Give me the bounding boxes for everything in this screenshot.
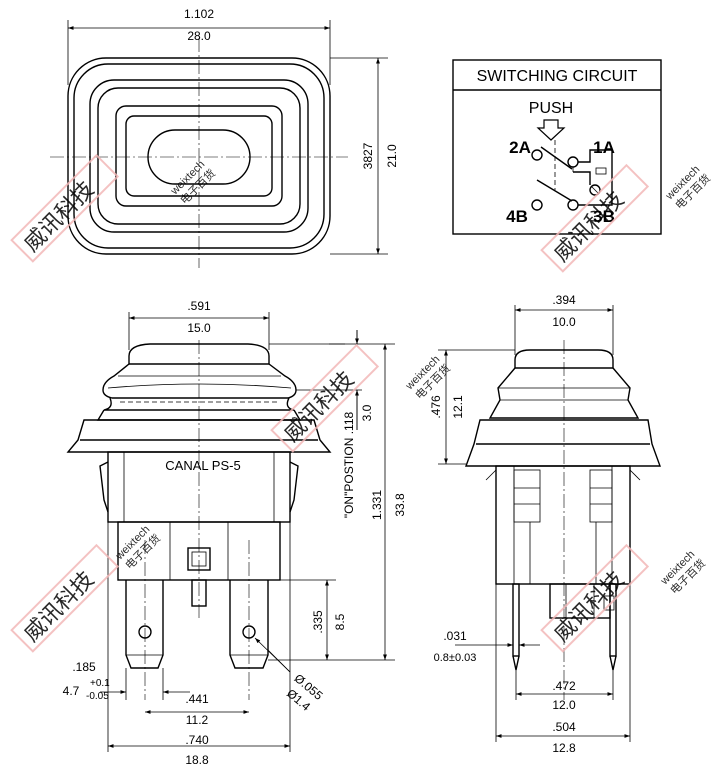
terminal-3b: 3B bbox=[593, 207, 615, 226]
terminal-1a: 1A bbox=[593, 138, 615, 157]
terminal-4b: 4B bbox=[506, 207, 528, 226]
watermark-cn-4: 威讯科技 bbox=[19, 566, 99, 646]
side-height-mm: 12.1 bbox=[451, 395, 465, 419]
terminal-len-in: .335 bbox=[311, 610, 325, 634]
side-height-in: .476 bbox=[429, 395, 443, 419]
pitch-mm: 11.2 bbox=[186, 713, 209, 727]
pin-thk-mm: 0.8±0.03 bbox=[434, 652, 477, 664]
switching-circuit: SWITCHING CIRCUIT PUSH 2A 1A 4B 3B bbox=[452, 59, 662, 235]
top-height-mm: 21.0 bbox=[385, 144, 399, 168]
push-label: PUSH bbox=[529, 100, 573, 117]
terminal-width-in: .185 bbox=[72, 660, 96, 674]
total-height-mm: 33.8 bbox=[393, 493, 407, 517]
side-view: .394 10.0 bbox=[429, 293, 661, 755]
terminal-tol-plus: +0.1 bbox=[90, 678, 110, 689]
terminal-len-mm: 8.5 bbox=[333, 613, 347, 630]
top-width-in: 1.102 bbox=[184, 7, 214, 21]
front-cap-in: .591 bbox=[187, 299, 211, 313]
front-view: .591 15.0 CANAL PS-5 bbox=[63, 299, 407, 767]
total-height-in: 1.331 bbox=[370, 490, 384, 520]
terminal-width-mm: 4.7 bbox=[63, 684, 80, 698]
side-cap-mm: 10.0 bbox=[552, 315, 576, 329]
pitch-in: .441 bbox=[185, 692, 209, 706]
body-depth-mm: 12.8 bbox=[552, 741, 576, 755]
terminal-tol-minus: -0.05 bbox=[86, 691, 109, 702]
top-height-in: 3827 bbox=[361, 142, 375, 169]
pin-thk-in: .031 bbox=[443, 629, 467, 643]
push-arrow-icon bbox=[536, 119, 566, 141]
front-cap-mm: 15.0 bbox=[187, 321, 211, 335]
body-width-in: .740 bbox=[185, 733, 209, 747]
watermark: 威讯科技 weixtech 电子百货 威讯科技 weixtech 电子百货 威讯… bbox=[10, 153, 713, 653]
terminal-2a: 2A bbox=[509, 138, 531, 157]
watermark-cn-3: 威讯科技 bbox=[549, 186, 629, 266]
top-view: 1.102 28.0 3827 21.0 bbox=[50, 7, 399, 268]
body-depth-in: .504 bbox=[552, 720, 576, 734]
on-position-label: "ON"POSTION .118 bbox=[342, 412, 356, 519]
pin-pitch-mm: 12.0 bbox=[552, 698, 576, 712]
model-label: CANAL PS-5 bbox=[165, 458, 240, 473]
top-width-mm: 28.0 bbox=[187, 29, 211, 43]
circuit-title: SWITCHING CIRCUIT bbox=[477, 68, 638, 85]
on-position-mm: 3.0 bbox=[360, 404, 374, 421]
watermark-cn-1: 威讯科技 bbox=[19, 176, 99, 256]
side-cap-in: .394 bbox=[552, 293, 576, 307]
pin-pitch-in: .472 bbox=[552, 679, 576, 693]
body-width-mm: 18.8 bbox=[185, 753, 209, 767]
